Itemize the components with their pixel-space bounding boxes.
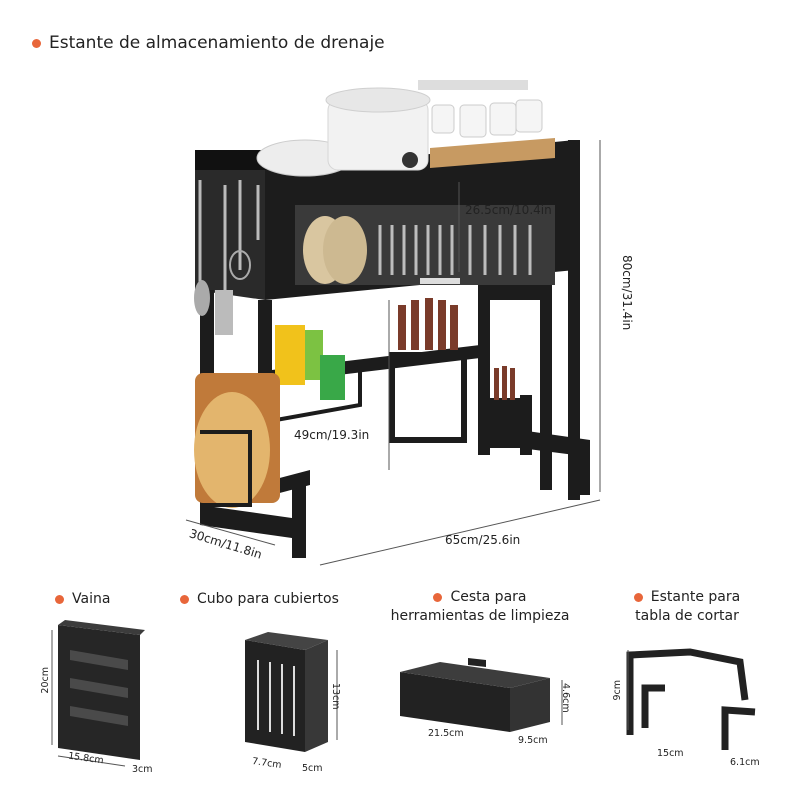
cesta-depth: 9.5cm bbox=[518, 735, 548, 746]
cubo-height: 13cm bbox=[330, 683, 341, 710]
cesta-height: 4.6cm bbox=[560, 683, 571, 713]
vaina-depth: 3cm bbox=[132, 764, 153, 775]
estante-drawing bbox=[626, 648, 756, 750]
page-title: Estante de almacenamiento de drenaje bbox=[32, 33, 385, 53]
accessory-title-vaina: Vaina bbox=[55, 590, 110, 609]
estante-depth: 6.1cm bbox=[730, 757, 760, 768]
vaina-drawing bbox=[51, 620, 145, 767]
cubo-depth: 5cm bbox=[302, 763, 323, 774]
estante-width: 15cm bbox=[657, 748, 684, 759]
bullet-dot bbox=[433, 592, 443, 602]
cubo-drawing bbox=[245, 632, 338, 752]
bullet-dot bbox=[180, 594, 189, 604]
estante-height: 9cm bbox=[612, 680, 623, 701]
dim-width: 65cm/25.6in bbox=[445, 533, 521, 547]
dim-height: 80cm/31.4in bbox=[620, 255, 634, 331]
dim-inner-height: 26.5cm/10.4in bbox=[465, 203, 552, 217]
bullet-dot bbox=[32, 38, 41, 48]
accessory-title-cesta: Cesta para herramientas de limpieza bbox=[390, 589, 570, 624]
cesta-drawing bbox=[400, 658, 563, 732]
title-text: Estante de almacenamiento de drenaje bbox=[49, 33, 385, 53]
bullet-dot bbox=[633, 592, 643, 602]
bullet-dot bbox=[55, 594, 64, 604]
accessory-title-cubo: Cubo para cubiertos bbox=[180, 590, 339, 609]
vaina-height: 20cm bbox=[40, 667, 51, 694]
accessory-title-estante: Estante para tabla de cortar bbox=[633, 589, 741, 624]
dim-lower-height: 49cm/19.3in bbox=[294, 428, 370, 442]
cesta-width: 21.5cm bbox=[428, 728, 464, 739]
